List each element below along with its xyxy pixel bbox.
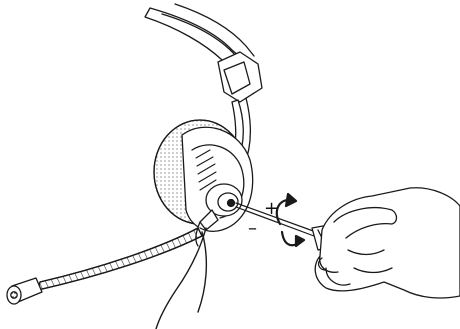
rotate-counterclockwise-arrow-icon <box>280 230 306 248</box>
microphone-capsule <box>6 277 43 305</box>
microphone-boom <box>37 227 203 291</box>
rotate-clockwise-arrow-icon <box>275 192 298 226</box>
boom-pivot <box>205 183 243 217</box>
hand <box>314 187 460 299</box>
headband <box>144 3 255 73</box>
minus-label: – <box>248 218 257 239</box>
plus-label: + <box>264 198 279 219</box>
headband-slider <box>217 51 263 103</box>
yoke-arm <box>231 97 251 167</box>
headset-cable <box>155 227 208 329</box>
